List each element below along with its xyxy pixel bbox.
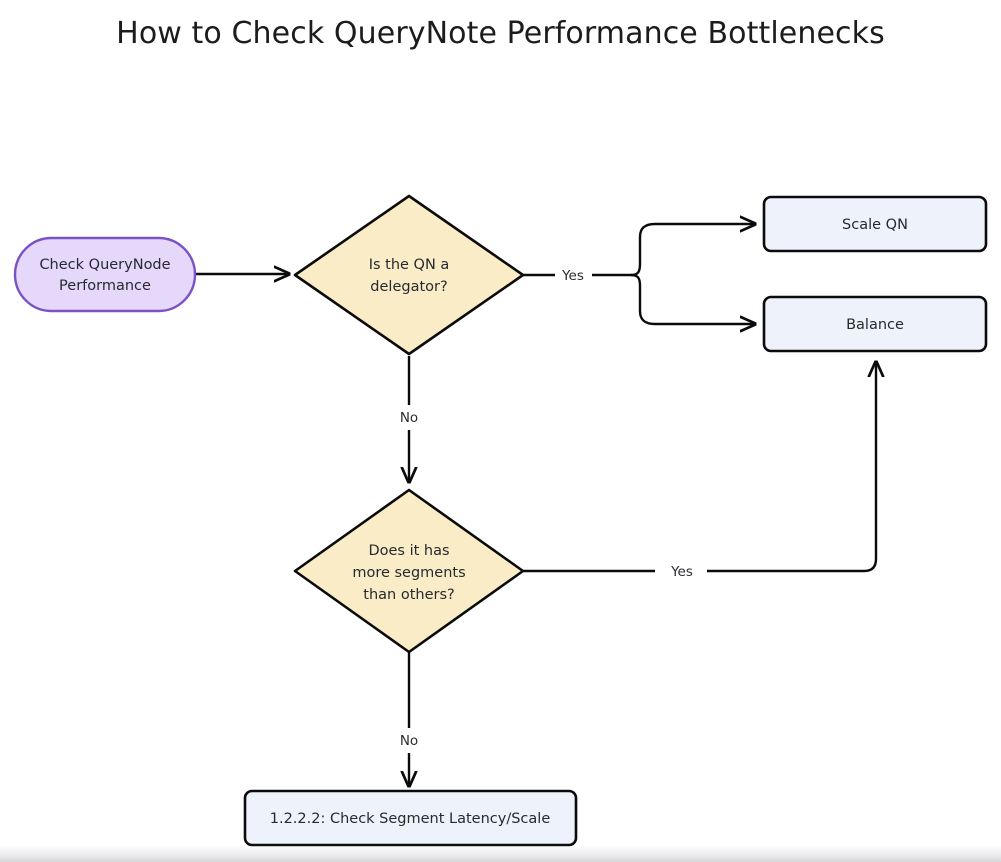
edge-decision2-to-balance <box>707 362 876 573</box>
diamond-shape <box>293 194 525 356</box>
edge-decision1-to-scale-qn <box>630 224 755 277</box>
node-check-segment-latency-scale[interactable]: 1.2.2.2: Check Segment Latency/Scale <box>243 789 578 847</box>
node-label-line-3: than others? <box>363 587 454 603</box>
edge-label-no-second: No <box>400 733 418 749</box>
node-label-line-1: Does it has <box>368 543 449 559</box>
edge-label-yes-second: Yes <box>670 564 693 580</box>
node-label-line-1: Is the QN a <box>369 257 450 273</box>
node-label-line-2: Performance <box>59 278 151 294</box>
node-scale-qn[interactable]: Scale QN <box>762 195 988 253</box>
process-shape <box>762 195 988 253</box>
edge-decision1-to-balance <box>630 273 755 324</box>
node-check-querynode-performance[interactable]: Check QueryNode Performance <box>13 236 197 313</box>
diamond-shape <box>293 488 525 654</box>
page-title: How to Check QueryNote Performance Bottl… <box>116 16 885 51</box>
node-label: Balance <box>846 317 904 333</box>
node-label-line-2: more segments <box>352 565 465 581</box>
node-balance[interactable]: Balance <box>762 295 988 353</box>
stadium-shape <box>13 236 197 313</box>
node-label-line-1: Check QueryNode <box>39 257 170 273</box>
node-label: 1.2.2.2: Check Segment Latency/Scale <box>270 811 551 827</box>
node-label-line-2: delegator? <box>370 279 447 295</box>
edge-label-no-first: No <box>400 410 418 426</box>
edge-label-yes-top: Yes <box>561 268 584 284</box>
node-is-the-qn-a-delegator[interactable]: Is the QN a delegator? <box>293 194 525 356</box>
process-shape <box>762 295 988 353</box>
node-label: Scale QN <box>842 217 908 233</box>
node-does-it-has-more-segments-than-others[interactable]: Does it has more segments than others? <box>293 488 525 654</box>
